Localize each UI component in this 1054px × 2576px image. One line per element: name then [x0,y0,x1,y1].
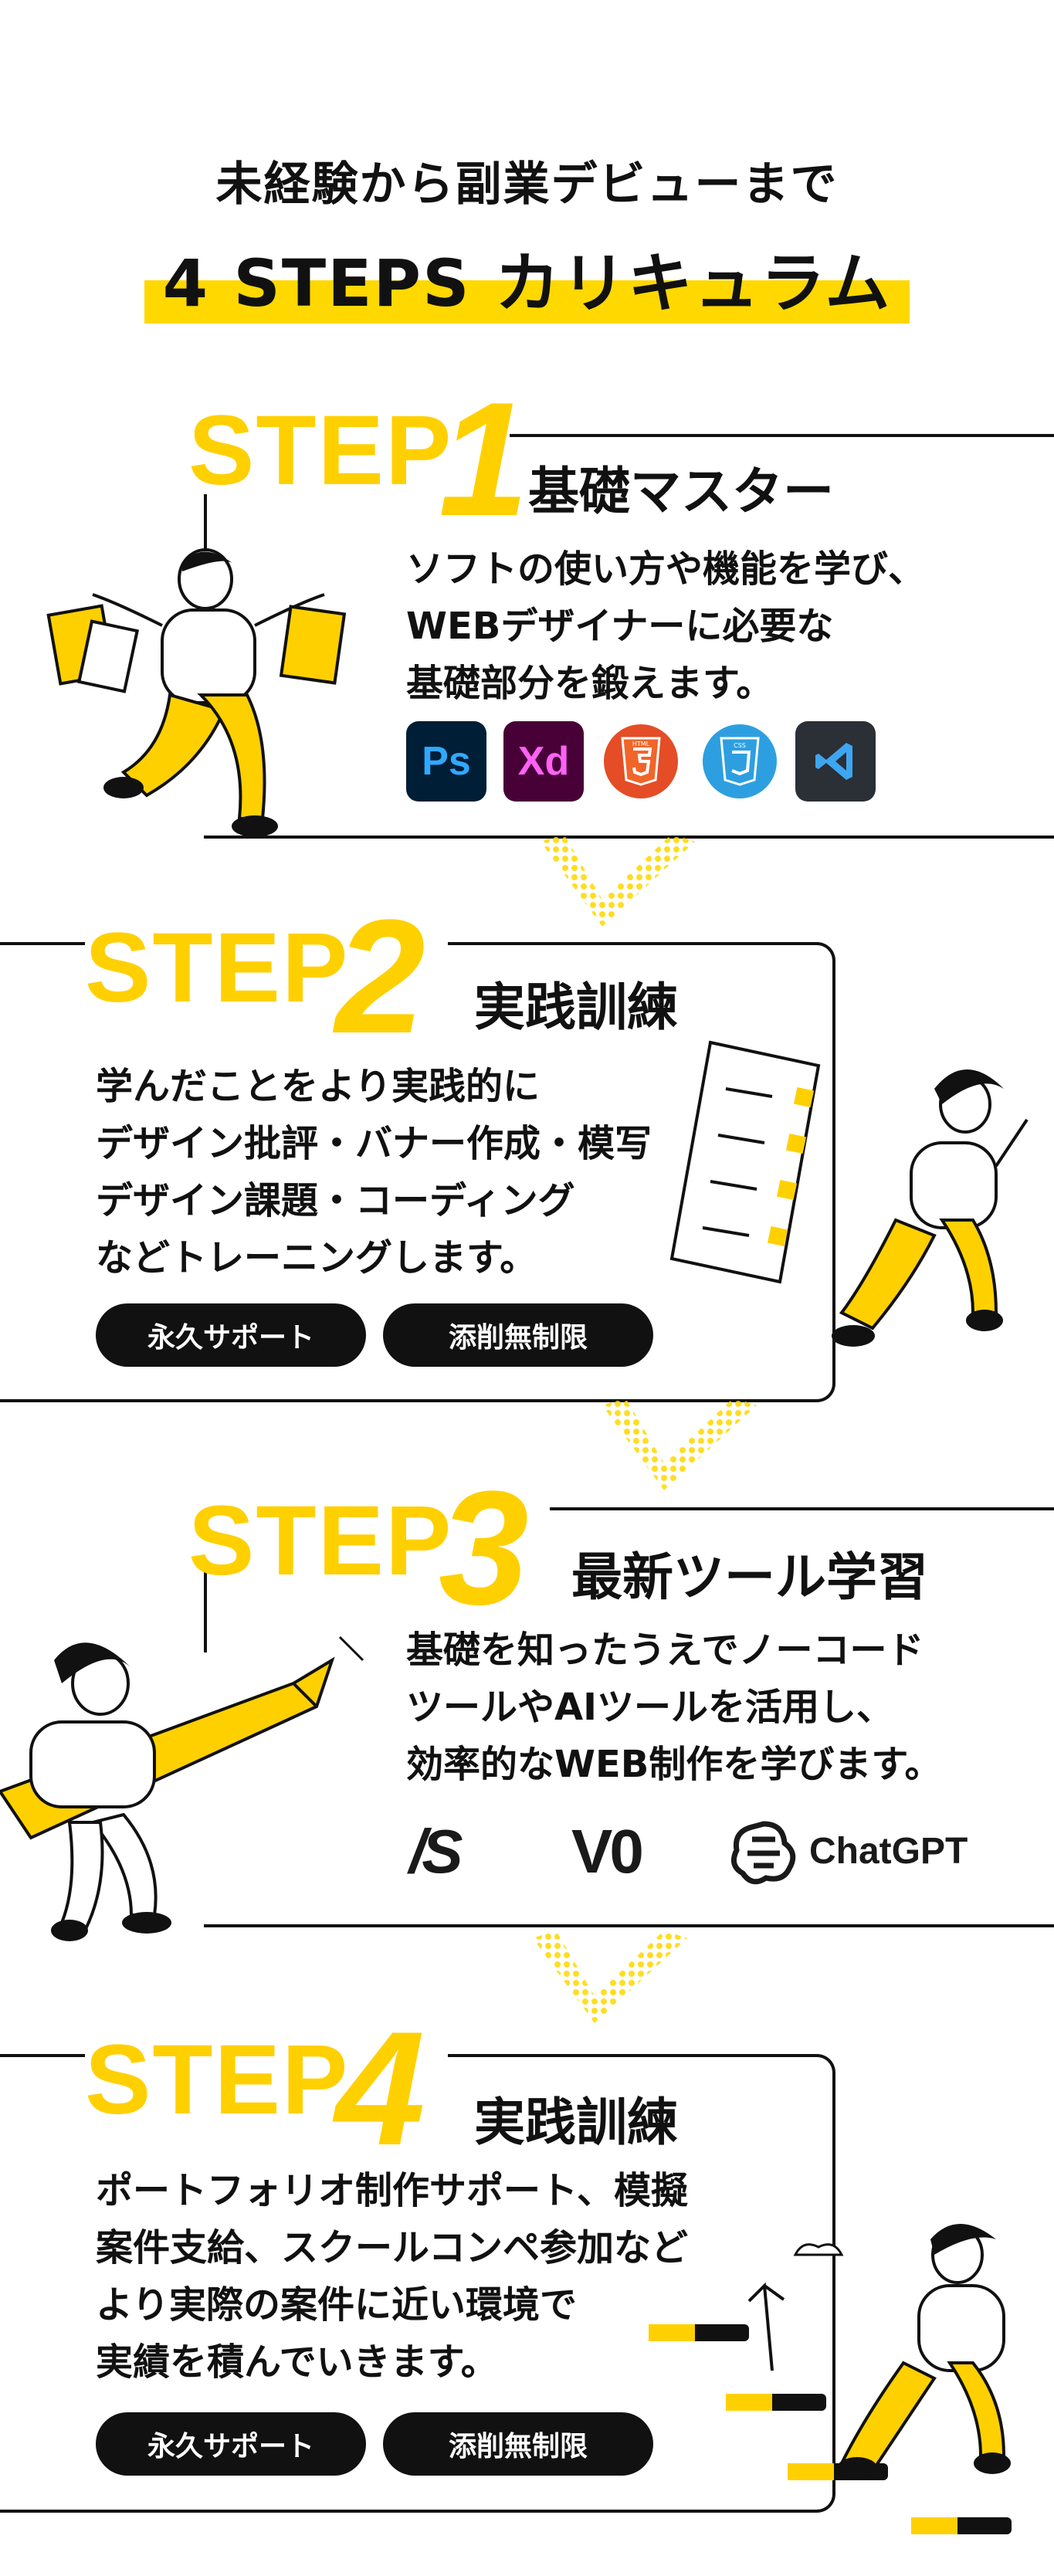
photoshop-label: Ps [422,739,471,784]
step2-desc-line: デザイン批評・バナー作成・模写 [96,1122,652,1165]
step-connector-chevron [533,1930,687,2023]
v0-logo-icon: V0 [571,1817,644,1886]
css3-icon: CSS [703,724,777,798]
step3-frame [204,1507,1054,1927]
xd-icon: Xd [503,721,584,802]
xd-label: Xd [517,739,570,784]
step-connector-chevron [602,1398,757,1490]
step4-desc-line: より実際の案件に近い環境で [96,2283,578,2327]
page-title-text: 4 STEPS カリキュラム [162,246,892,321]
step3-title: 最新ツール学習 [571,1547,928,1607]
step1-desc-line: ソフトの使い方や機能を学び、 [406,547,926,591]
chatgpt-label: ChatGPT [809,1830,968,1872]
step2-number: 2 [335,886,425,1067]
html5-shield-icon: HTML [621,737,661,786]
step2-label: STEP [85,913,350,1023]
step2-top-mask [85,937,448,950]
step1-description: ソフトの使い方や機能を学び、 WEBデザイナーに必要な 基礎部分を鍛えます。 [406,541,925,712]
step2-checklist-illustration [669,1040,1029,1347]
vscode-icon [795,721,876,802]
step3-top-line [550,1507,1054,1510]
step4-number: 4 [335,1998,425,2179]
step-connector-chevron [541,834,695,927]
headline-highlight [144,280,910,324]
step1-number: 1 [439,368,529,550]
step3-desc-line: 効率的なWEB制作を学びます。 [406,1743,942,1786]
step2-desc-line: 学んだことをより実践的に [96,1065,541,1108]
step4-stairs-illustration [649,2224,1012,2534]
photoshop-icon: Ps [406,721,486,802]
step3-description: 基礎を知ったうえでノーコード ツールやAIツールを活用し、 効率的なWEB制作を… [406,1622,942,1793]
step4-title: 実践訓練 [474,2093,678,2152]
step4-desc-line: ポートフォリオ制作サポート、模擬 [96,2169,689,2212]
lead-text: 未経験から副業デビューまで [215,158,839,212]
vscode-glyph-icon [815,743,852,780]
step3-left-line [204,1568,207,1652]
step1-frame [204,417,1054,839]
badge-unlimited-review: 添削無制限 [383,1303,653,1367]
step2-desc-line: デザイン課題・コーディング [96,1179,575,1222]
step2-desc-line: などトレーニングします。 [96,1236,537,1280]
step2-description: 学んだことをより実践的に デザイン批評・バナー作成・模写 デザイン課題・コーディ… [96,1058,652,1286]
step1-top-line [510,434,1054,437]
step1-label: STEP [188,395,453,506]
badge-unlimited-review: 添削無制限 [383,2412,653,2476]
step1-desc-line: WEBデザイナーに必要な [406,605,834,648]
html5-label: HTML [632,741,650,747]
chatgpt-logo-icon [730,1821,796,1885]
step3-number: 3 [439,1457,529,1639]
step4-top-mask [85,2049,448,2062]
css3-shield-icon: CSS [720,737,760,786]
page-title: 4 STEPS カリキュラム [144,232,910,325]
step4-label: STEP [85,2025,350,2135]
badge-eternal-support: 永久サポート [96,1303,366,1367]
badge-eternal-support: 永久サポート [96,2412,366,2476]
step2-title: 実践訓練 [474,978,678,1037]
step1-shopping-illustration [46,502,347,837]
headline-wrap: 4 STEPS カリキュラム [0,232,1054,325]
step3-desc-line: ツールやAIツールを活用し、 [406,1686,894,1729]
step3-label: STEP [188,1486,453,1596]
step1-desc-line: 基礎部分を鍛えます。 [406,662,774,705]
step1-title: 基礎マスター [528,462,834,521]
step3-desc-line: 基礎を知ったうえでノーコード [406,1629,924,1672]
html5-icon: HTML [604,724,678,798]
css3-label: CSS [734,742,746,749]
chatgpt-logo: ChatGPT [729,1816,968,1886]
step3-pencil-illustration [0,1635,364,1941]
step4-desc-line: 案件支給、スクールコンペ参加など [96,2226,689,2269]
studio-logo-icon: /S [409,1817,463,1886]
step4-description: ポートフォリオ制作サポート、模擬 案件支給、スクールコンペ参加など より実際の案… [96,2162,688,2391]
step4-desc-line: 実績を積んでいきます。 [96,2340,498,2384]
